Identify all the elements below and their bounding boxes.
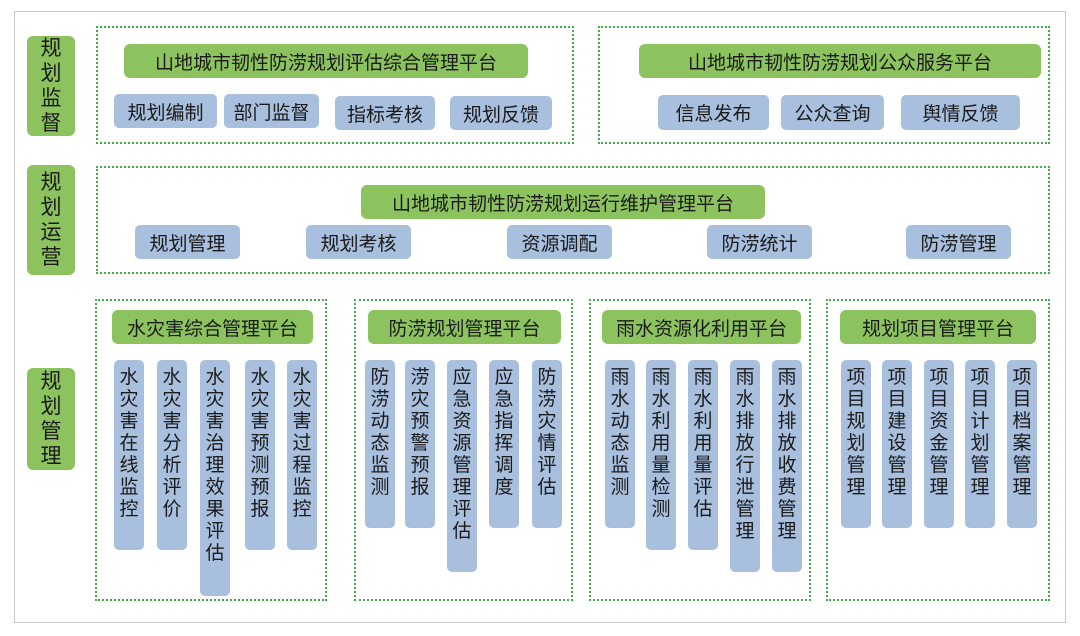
management-group-2 [354,299,573,601]
management-group-3-item-5: 雨水排放收费管理 [772,360,802,572]
management-group-3-item-4: 雨水排放行泄管理 [730,360,760,572]
supervision-right-group [598,26,1050,144]
management-group-1 [95,299,327,601]
supervision-left-group [96,26,574,144]
supervision-right-item-1: 信息发布 [658,95,769,130]
operation-title: 山地城市韧性防涝规划运行维护管理平台 [361,185,765,219]
management-group-2-item-1: 防涝动态监测 [365,360,395,528]
management-group-2-item-2: 涝灾预警预报 [405,360,435,528]
supervision-right-item-3: 舆情反馈 [901,95,1020,130]
management-group-2-item-5: 防涝灾情评估 [532,360,562,528]
management-group-4-title: 规划项目管理平台 [840,310,1036,344]
management-group-3-title: 雨水资源化利用平台 [602,310,801,344]
management-group-1-title: 水灾害综合管理平台 [112,310,313,344]
side-label-management: 规划管理 [27,368,75,470]
management-group-1-item-1: 水灾害在线监控 [114,360,144,550]
operation-item-3: 资源调配 [507,225,612,259]
management-group-3-item-3: 雨水利用量评估 [688,360,718,550]
management-group-4-item-4: 项目计划管理 [965,360,995,528]
management-group-4-item-3: 项目资金管理 [924,360,954,528]
side-label-operation: 规划运营 [27,165,75,275]
management-group-4-item-2: 项目建设管理 [882,360,912,528]
side-label-supervision: 规划监督 [27,36,75,136]
management-group-1-item-5: 水灾害过程监控 [287,360,317,550]
operation-item-1: 规划管理 [135,225,240,259]
management-group-3-item-1: 雨水动态监测 [605,360,635,528]
operation-item-4: 防涝统计 [707,225,812,259]
supervision-left-item-3: 指标考核 [335,96,435,130]
supervision-left-item-2: 部门监督 [224,94,319,128]
management-group-2-title: 防涝规划管理平台 [368,310,561,344]
supervision-left-item-1: 规划编制 [114,94,217,128]
supervision-left-title: 山地城市韧性防涝规划评估综合管理平台 [124,44,528,78]
management-group-3 [589,299,811,601]
management-group-4-item-1: 项目规划管理 [841,360,871,528]
management-group-1-item-3: 水灾害治理效果评估 [200,360,230,596]
management-group-4-item-5: 项目档案管理 [1007,360,1037,528]
supervision-left-item-4: 规划反馈 [450,96,552,130]
management-group-2-item-3: 应急资源管理评估 [447,360,477,572]
management-group-2-item-4: 应急指挥调度 [489,360,519,528]
management-group-1-item-2: 水灾害分析评价 [157,360,187,550]
supervision-right-title: 山地城市韧性防涝规划公众服务平台 [639,44,1041,78]
management-group-3-item-2: 雨水利用量检测 [646,360,676,550]
operation-item-5: 防涝管理 [906,225,1011,259]
management-group-1-item-4: 水灾害预测预报 [245,360,275,550]
management-group-4 [826,299,1050,601]
supervision-right-item-2: 公众查询 [781,95,884,130]
operation-item-2: 规划考核 [306,225,411,259]
operation-group [96,166,1050,274]
